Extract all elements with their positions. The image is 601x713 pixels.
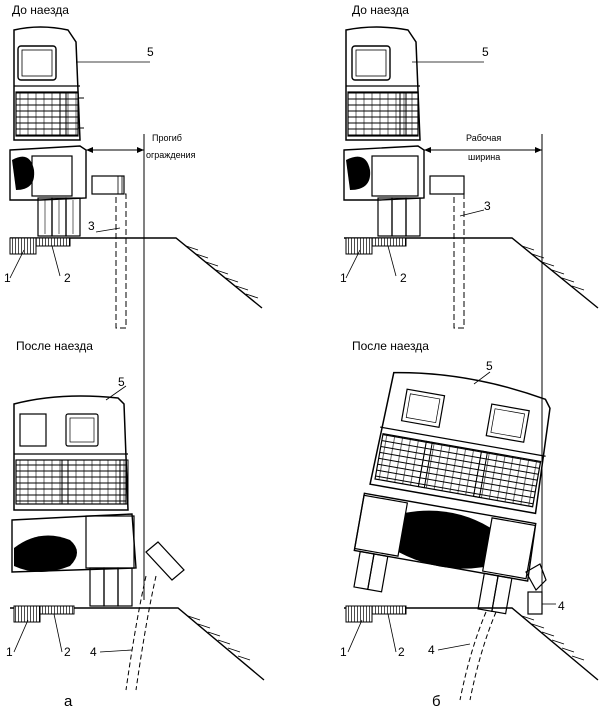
barrier-rail-a <box>91 175 125 195</box>
callout-4-a: 4 <box>90 645 97 659</box>
deformed-rail-a <box>145 541 185 581</box>
callout-1-a: 1 <box>4 271 11 285</box>
pavement-element-2-a <box>35 237 71 247</box>
panel-a-before-title: До наезда <box>12 3 69 17</box>
deflection-label-1: Прогиб <box>152 133 182 143</box>
callout-2-a: 2 <box>64 271 71 285</box>
pavement-element-2-b <box>371 237 407 247</box>
panel-a-after-title: После наезда <box>16 339 93 353</box>
panel-letter-b: б <box>432 693 441 710</box>
panel-b-before: До наезда Рабочая ширина 5 <box>340 3 599 600</box>
curb-element-1-a-after <box>13 605 41 623</box>
panel-letter-a: а <box>64 693 73 710</box>
panel-a-before: До наезда <box>4 3 263 600</box>
callout-4-b: 4 <box>428 643 435 657</box>
curb-element-1-b-after <box>345 605 373 623</box>
callout-1-b-bottom: 1 <box>340 645 347 659</box>
panel-a-after: После наезда 5 1 2 <box>6 339 265 710</box>
truck-after-b <box>353 371 551 615</box>
barrier-post-a <box>115 193 127 329</box>
deflection-label-2: ограждения <box>146 150 196 160</box>
truck-after-a <box>11 395 137 607</box>
bent-post-b <box>459 611 497 701</box>
pavement-element-2-b-after <box>371 605 407 615</box>
truck-before-b <box>343 26 425 237</box>
truck-before-a <box>9 26 87 237</box>
working-width-label-1: Рабочая <box>466 133 501 143</box>
barrier-post-b <box>453 193 465 329</box>
callout-3-a: 3 <box>88 219 95 233</box>
callout-5-a-bottom: 5 <box>118 375 125 389</box>
callout-2-b-bottom: 2 <box>398 645 405 659</box>
callout-3-b: 3 <box>484 199 491 213</box>
ground-line-b-after <box>344 607 599 681</box>
deformed-rail-b <box>525 563 547 591</box>
callout-5-b-bottom: 5 <box>486 359 493 373</box>
callout-4-b-post: 4 <box>558 599 565 613</box>
callout-1-b: 1 <box>340 271 347 285</box>
callout-1-a-bottom: 1 <box>6 645 13 659</box>
working-width-label-2: ширина <box>468 152 500 162</box>
callout-5-a-top: 5 <box>147 45 154 59</box>
callout-5-b-top: 5 <box>482 45 489 59</box>
callout-2-b: 2 <box>400 271 407 285</box>
barrier-rail-b <box>429 175 465 195</box>
callout-2-a-bottom: 2 <box>64 645 71 659</box>
barrier-post-b-after <box>527 591 543 615</box>
panel-b-after: После наезда <box>340 339 599 710</box>
pavement-element-2-a-after <box>39 605 75 615</box>
bent-post-a <box>125 575 157 691</box>
panel-b-before-title: До наезда <box>352 3 409 17</box>
panel-b-after-title: После наезда <box>352 339 429 353</box>
